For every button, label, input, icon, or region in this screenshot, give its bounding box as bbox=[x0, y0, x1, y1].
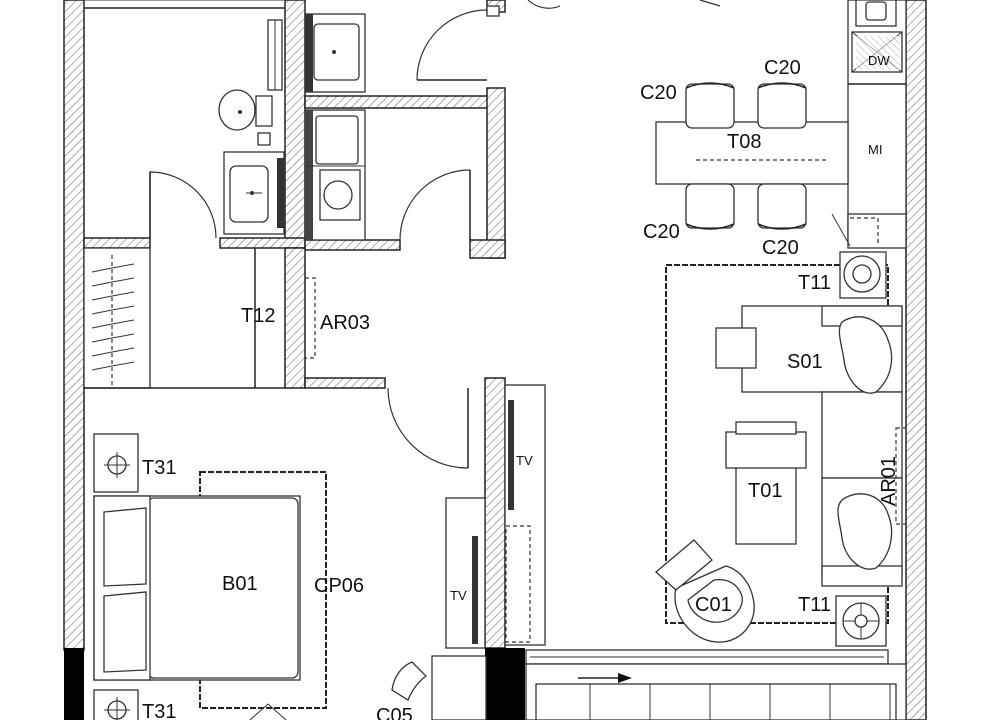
label-ar03: AR03 bbox=[320, 312, 370, 334]
label-t08: T08 bbox=[727, 131, 761, 153]
corridor bbox=[254, 248, 469, 469]
label-t01: T01 bbox=[748, 480, 782, 502]
label-c20-top-right: C20 bbox=[764, 57, 801, 79]
living-area bbox=[655, 251, 907, 647]
nightstand-bottom-icon bbox=[93, 689, 139, 720]
sofa-icon bbox=[741, 305, 907, 587]
walls bbox=[63, 0, 927, 720]
hanger-icon bbox=[91, 291, 135, 301]
label-ar01: AR01 bbox=[878, 456, 900, 506]
label-t11-bottom: T11 bbox=[798, 594, 831, 616]
dining-set bbox=[655, 82, 849, 230]
label-s01: S01 bbox=[787, 351, 823, 373]
side-table-top-icon bbox=[839, 251, 887, 299]
label-c20-bottom-right: C20 bbox=[762, 237, 799, 259]
nightstand-top-icon bbox=[93, 433, 139, 493]
chair-c05-icon bbox=[391, 655, 487, 720]
label-c01: C01 bbox=[695, 594, 732, 616]
wash-area bbox=[304, 0, 721, 93]
kitchen-counter bbox=[831, 0, 907, 249]
label-t12: T12 bbox=[241, 305, 275, 327]
dining-chair-icon bbox=[757, 183, 807, 230]
hanger-icon bbox=[91, 263, 135, 273]
coffee-table-icon bbox=[725, 421, 807, 545]
label-tv-lower: TV bbox=[450, 588, 467, 603]
dining-chair-icon bbox=[685, 82, 735, 129]
label-c05: C05 bbox=[376, 705, 413, 720]
tv-units bbox=[445, 384, 546, 649]
toilet-icon bbox=[218, 89, 273, 146]
label-c20-bottom-left: C20 bbox=[643, 221, 680, 243]
label-tv-upper: TV bbox=[516, 453, 533, 468]
hanger-icon bbox=[91, 361, 135, 371]
dishwasher-icon bbox=[851, 31, 903, 73]
side-table-bottom-icon bbox=[835, 595, 887, 647]
label-b01: B01 bbox=[222, 573, 258, 595]
wardrobe-icon bbox=[83, 247, 151, 389]
hanger-icon bbox=[91, 305, 135, 315]
bathroom-sink-icon bbox=[223, 151, 285, 235]
label-cp06: CP06 bbox=[314, 575, 364, 597]
dining-chair-icon bbox=[757, 82, 807, 129]
hanger-icon bbox=[91, 333, 135, 343]
label-dw: DW bbox=[868, 53, 890, 68]
label-t31-top: T31 bbox=[142, 457, 176, 479]
bathroom bbox=[83, 0, 286, 239]
label-t11-top: T11 bbox=[798, 272, 831, 294]
hanger-icon bbox=[91, 347, 135, 357]
dining-chair-icon bbox=[685, 183, 735, 230]
armchair-icon bbox=[655, 539, 755, 643]
bedroom bbox=[84, 387, 487, 720]
bed-icon bbox=[93, 495, 301, 681]
kitchen-appliances bbox=[304, 109, 471, 241]
label-c20-top-left: C20 bbox=[640, 82, 677, 104]
labels: C20 C20 T08 C20 C20 MI DW T11 T12 AR03 S… bbox=[142, 53, 900, 720]
hanger-icon bbox=[91, 319, 135, 329]
hanger-icon bbox=[91, 277, 135, 287]
label-mi: MI bbox=[868, 142, 882, 157]
balcony bbox=[525, 649, 907, 720]
label-t31-bottom: T31 bbox=[142, 701, 176, 720]
